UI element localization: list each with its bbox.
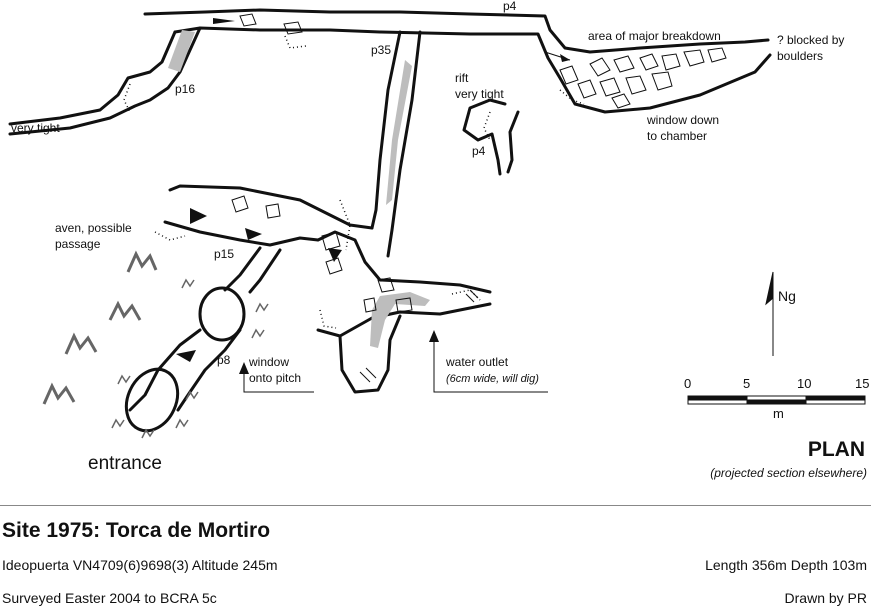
lower-chamber-pocket bbox=[338, 314, 402, 394]
entrance-shaft bbox=[124, 367, 180, 433]
label-window-chamber-2: to chamber bbox=[647, 129, 708, 143]
label-north: Ng bbox=[778, 288, 796, 304]
upper-pitch-p15 bbox=[198, 286, 246, 342]
pitch-arrows bbox=[176, 18, 342, 362]
label-entrance: entrance bbox=[88, 453, 162, 474]
footer-divider bbox=[0, 505, 871, 506]
scale-bar bbox=[687, 395, 866, 405]
surface-slope-ticks bbox=[111, 278, 269, 439]
cave-survey-plan bbox=[8, 8, 866, 439]
leader-lines bbox=[243, 51, 571, 393]
scale-tick-5: 5 bbox=[743, 376, 751, 391]
slope-shade-p16 bbox=[168, 30, 195, 72]
label-window-pitch-2: onto pitch bbox=[249, 371, 302, 385]
slope-shade-p35 bbox=[386, 60, 412, 205]
hatch-areas bbox=[359, 289, 479, 383]
site-location: Ideopuerta VN4709(6)9698(3) Altitude 245… bbox=[2, 557, 278, 573]
label-p16: p16 bbox=[175, 82, 196, 96]
entrance-passage-right bbox=[176, 328, 242, 412]
top-passage-upper-wall bbox=[143, 8, 770, 54]
label-p8: p8 bbox=[217, 353, 231, 367]
p16-passage-outer bbox=[8, 30, 177, 126]
drawn-by: Drawn by PR bbox=[784, 590, 867, 606]
label-blocked-1: ? blocked by bbox=[777, 33, 845, 47]
label-p35: p35 bbox=[371, 43, 392, 57]
p35-shaft-left bbox=[370, 30, 402, 230]
length-depth: Length 356m Depth 103m bbox=[705, 557, 867, 573]
p35-shaft-right bbox=[386, 30, 422, 258]
p15-branch-left bbox=[223, 246, 262, 292]
floor-shade-lower bbox=[370, 292, 430, 348]
rift-loop bbox=[462, 98, 507, 176]
label-p15: p15 bbox=[214, 247, 235, 261]
site-title: Site 1975: Torca de Mortiro bbox=[2, 519, 271, 542]
label-aven-2: passage bbox=[55, 237, 101, 251]
lower-chamber-bottom bbox=[316, 302, 492, 338]
lower-chamber-top bbox=[316, 230, 492, 294]
scale-tick-15: 15 bbox=[855, 376, 870, 391]
label-rift-1: rift bbox=[455, 71, 469, 85]
label-water-outlet-1: water outlet bbox=[446, 355, 509, 369]
p16-passage-inner bbox=[8, 26, 202, 136]
rift-loop-inner bbox=[506, 110, 520, 174]
label-very-tight: very tight bbox=[11, 121, 60, 135]
central-chamber-upper bbox=[168, 184, 374, 230]
label-rift-2: very tight bbox=[455, 87, 504, 101]
label-major-breakdown: area of major breakdown bbox=[588, 29, 721, 43]
central-chamber-lower bbox=[163, 220, 320, 247]
scale-unit: m bbox=[773, 406, 784, 421]
label-aven-1: aven, possible bbox=[55, 221, 132, 235]
dotted-edges bbox=[123, 35, 585, 329]
label-water-outlet-2: (6cm wide, will dig) bbox=[446, 373, 539, 385]
label-p4-lower: p4 bbox=[472, 144, 486, 158]
survey-info: Surveyed Easter 2004 to BCRA 5c bbox=[2, 590, 217, 606]
leader-arrowheads bbox=[239, 54, 570, 374]
scale-tick-0: 0 bbox=[684, 376, 692, 391]
breakdown-boulders bbox=[231, 13, 727, 313]
surface-slope-symbols bbox=[42, 250, 158, 405]
plan-title: PLAN bbox=[807, 438, 865, 461]
label-window-chamber-1: window down bbox=[647, 113, 720, 127]
scale-tick-10: 10 bbox=[797, 376, 812, 391]
label-blocked-2: boulders bbox=[777, 49, 824, 63]
plan-subtitle: (projected section elsewhere) bbox=[710, 466, 867, 480]
label-p4-top: p4 bbox=[503, 0, 517, 13]
north-arrow bbox=[765, 271, 774, 356]
label-window-pitch-1: window bbox=[249, 355, 290, 369]
p15-branch-right bbox=[248, 248, 282, 294]
top-passage-lower-wall bbox=[173, 26, 772, 114]
